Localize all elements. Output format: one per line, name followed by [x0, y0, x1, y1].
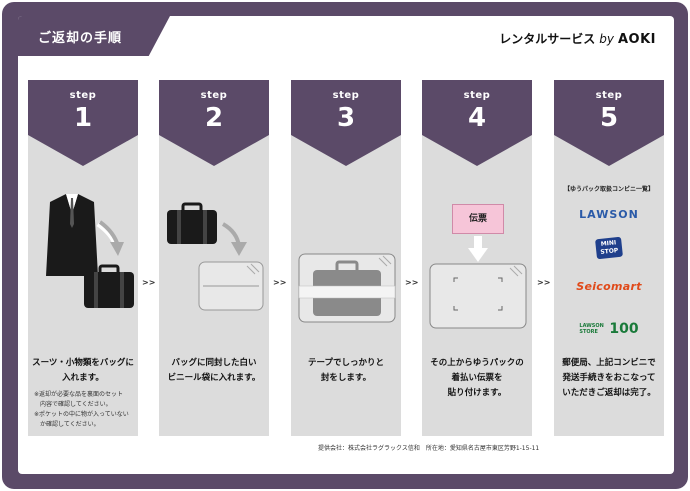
brand-logo: レンタルサービス by AOKI [499, 30, 656, 47]
brand-name: AOKI [617, 32, 656, 47]
brand-text: レンタルサービス [499, 32, 596, 46]
taped-package-icon [298, 253, 396, 323]
step-3-text: テープでしっかりと 封をします。 [308, 358, 384, 383]
step-5-panel: step 5 【ゆうパック取扱コンビニ一覧】 LAWSON MINI STOP … [554, 80, 664, 436]
step-arrow-icon: >> [142, 278, 156, 287]
step-arrow-icon: >> [273, 278, 287, 287]
step-3-word: step [332, 90, 360, 101]
step-2-text: バッグに同封した白い ビニール袋に入れます。 [167, 358, 261, 383]
label-on-package-icon [429, 236, 527, 329]
step-1-number: 1 [73, 103, 93, 133]
step-2-number: 2 [204, 103, 224, 133]
step-1-notes: ※返却が必要な品を裏面のセット 内容で確認してください。 ※ポケットの中に物が入… [34, 391, 129, 428]
step-arrow-icon: >> [405, 278, 419, 287]
lawson-logo: LAWSON [579, 208, 639, 221]
brand-by: by [599, 32, 614, 46]
step-1-panel: step 1 スーツ・小物類をバッグに 入れます。 ※返却が必要な品を裏面のセッ… [28, 80, 138, 436]
ministop-logo: MINI STOP [554, 236, 664, 260]
inner-panel: ご返却の手順 レンタルサービス by AOKI step 1 [18, 16, 674, 474]
page-title: ご返却の手順 [38, 31, 123, 46]
step-2-word: step [200, 90, 228, 101]
step-3-panel: step 3 テープでしっかりと 封をします。 [291, 80, 401, 436]
lawson100-logo: LAWSON STORE 100 [579, 320, 639, 337]
bag-into-plastic-icon [167, 202, 264, 311]
shipping-label: 伝票 [452, 204, 504, 234]
step-5-number: 5 [599, 103, 619, 133]
step-4-text: その上からゆうパックの 着払い伝票を 貼り付けます。 [430, 358, 524, 398]
step-4-number: 4 [467, 103, 487, 133]
step-4-word: step [463, 90, 491, 101]
step-arrow-icon: >> [537, 278, 551, 287]
step-3-number: 3 [336, 103, 356, 133]
step-4-panel: step 4 伝票 その上からゆうパックの 着払い伝票を 貼り付けます。 [422, 80, 532, 436]
title-tab [18, 16, 170, 56]
step-2-panel: step 2 バッグに同封した白い ビニール袋に入れます。 [159, 80, 269, 436]
seicomart-logo: Seicomart [576, 280, 642, 293]
provider-footer: 提供会社：株式会社ラグラックス信和 所在地：愛知県名古屋市東区芳野1-15-11 [318, 445, 540, 452]
suit-and-bag-icon [46, 194, 134, 308]
convenience-store-list-label: 【ゆうパック取扱コンビニ一覧】 [563, 186, 654, 193]
step-1-text: スーツ・小物類をバッグに 入れます。 [32, 358, 134, 383]
step-1-word: step [69, 90, 97, 101]
step-5-text: 郵便局、上記コンビニで 発送手続きをおこなって いただきご返却は完了。 [562, 358, 656, 398]
step-5-word: step [595, 90, 623, 101]
